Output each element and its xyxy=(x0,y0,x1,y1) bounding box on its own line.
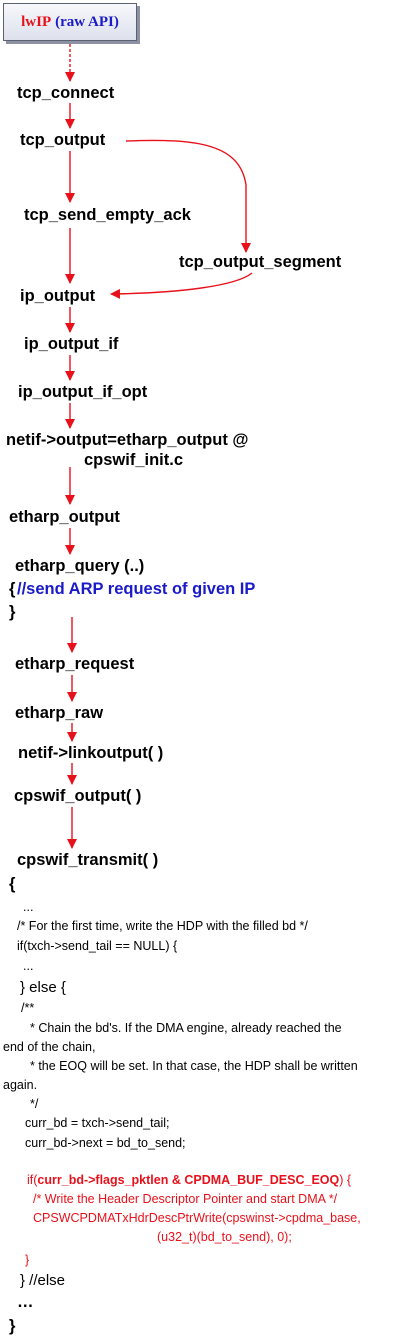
code-line: */ xyxy=(30,1097,39,1111)
code-line: curr_bd->next = bd_to_send; xyxy=(25,1136,186,1150)
ip-output-if-label: ip_output_if xyxy=(24,335,119,353)
arrow-output-segment-to-ip-output xyxy=(110,272,253,299)
condition-expression: curr_bd->flags_pktlen & CPDMA_BUF_DESC_E… xyxy=(37,1173,340,1187)
tcp-connect-label: tcp_connect xyxy=(17,84,115,102)
code-line: ... xyxy=(23,959,34,973)
code-line: * the EOQ will be set. In that case, the… xyxy=(30,1059,358,1073)
code-line: if(txch->send_tail == NULL) { xyxy=(17,939,178,953)
etharp-query-close-brace: } xyxy=(9,603,16,621)
netif-output-file-label: cpswif_init.c xyxy=(84,451,184,469)
transmit-open-brace: { xyxy=(9,875,16,893)
lwip-label: lwIP xyxy=(21,13,52,30)
code-line: } else { xyxy=(20,979,66,996)
ip-output-if-opt-label: ip_output_if_opt xyxy=(18,383,148,401)
cpswif-output-label: cpswif_output( ) xyxy=(14,787,142,805)
ip-output-label: ip_output xyxy=(20,287,96,305)
condition-suffix: ) { xyxy=(339,1173,352,1187)
netif-linkoutput-label: netif->linkoutput( ) xyxy=(18,744,164,762)
arrow-tcp-output-to-output-segment xyxy=(125,139,251,253)
code-line: /** xyxy=(21,1001,35,1015)
etharp-query-open-brace: { xyxy=(9,580,16,598)
code-line: /* Write the Header Descriptor Pointer a… xyxy=(33,1192,338,1206)
code-line: CPSWCPDMATxHdrDescPtrWrite(cpswinst->cpd… xyxy=(33,1211,361,1225)
code-line: end of the chain, xyxy=(3,1040,96,1054)
tcp-output-label: tcp_output xyxy=(20,131,106,149)
code-line: (u32_t)(bd_to_send), 0); xyxy=(157,1230,292,1244)
tcp-output-segment-label: tcp_output_segment xyxy=(179,253,342,271)
code-line: /* For the first time, write the HDP wit… xyxy=(17,919,308,933)
lwip-raw-api-box: lwIP (raw API) xyxy=(3,3,137,41)
code-line: } //else xyxy=(20,1272,66,1289)
tcp-send-empty-ack-label: tcp_send_empty_ack xyxy=(24,206,191,224)
etharp-output-label: etharp_output xyxy=(9,508,120,526)
etharp-raw-label: etharp_raw xyxy=(15,704,104,722)
transmit-close-brace: } xyxy=(9,1317,16,1335)
etharp-query-label: etharp_query (..) xyxy=(15,557,145,575)
code-line: again. xyxy=(3,1078,38,1092)
code-ellipsis: … xyxy=(17,1293,34,1311)
cpswif-transmit-label: cpswif_transmit( ) xyxy=(17,851,159,869)
etharp-request-label: etharp_request xyxy=(15,655,135,673)
code-line: } xyxy=(25,1253,30,1267)
raw-api-label: (raw API) xyxy=(55,13,119,30)
etharp-query-comment: //send ARP request of given IP xyxy=(17,580,256,598)
code-line-condition: if(curr_bd->flags_pktlen & CPDMA_BUF_DES… xyxy=(27,1174,351,1187)
code-line: ... xyxy=(23,900,34,914)
netif-output-label: netif->output=etharp_output @ xyxy=(6,431,249,449)
code-line: curr_bd = txch->send_tail; xyxy=(25,1116,170,1130)
condition-prefix: if( xyxy=(27,1173,38,1187)
code-line: * Chain the bd's. If the DMA engine, alr… xyxy=(30,1021,342,1035)
